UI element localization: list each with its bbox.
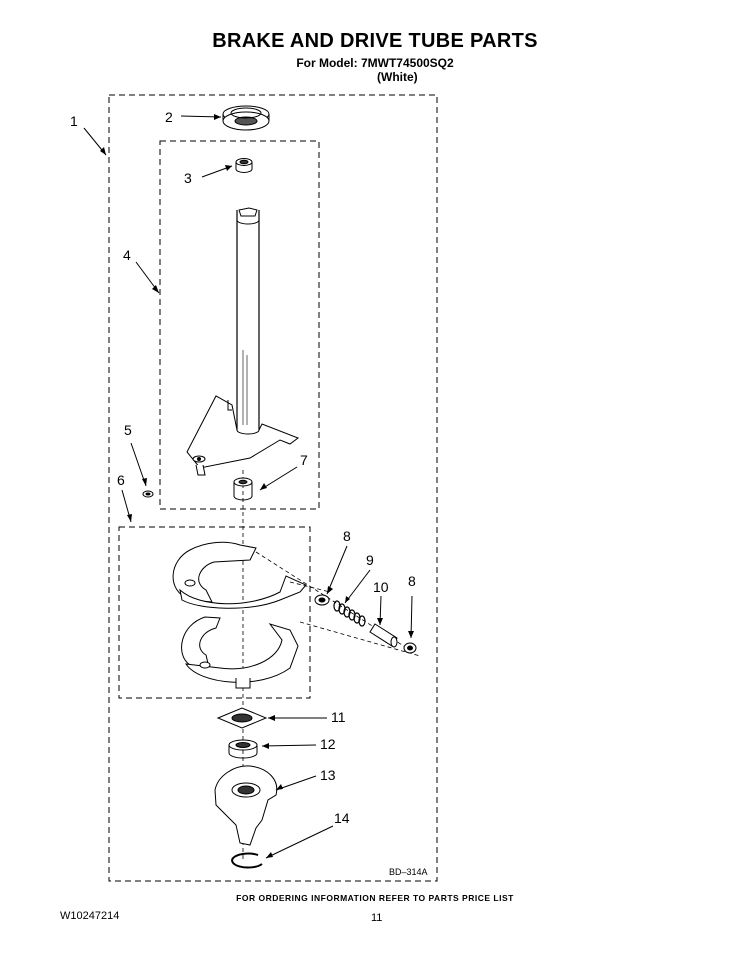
callout-14: 14 xyxy=(334,810,350,826)
document-number: W10247214 xyxy=(60,910,120,922)
brake-frame xyxy=(118,526,311,699)
callout-11: 11 xyxy=(331,709,346,725)
page-number: 11 xyxy=(371,912,383,924)
spring-part xyxy=(333,600,366,627)
washer-right-part xyxy=(403,642,417,654)
retaining-ring-part xyxy=(231,852,263,869)
color-line: (White) xyxy=(377,70,418,84)
callout-9: 9 xyxy=(366,552,374,568)
assembly-frame-outer xyxy=(108,94,438,882)
ordering-note: FOR ORDERING INFORMATION REFER TO PARTS … xyxy=(236,893,514,903)
washer-left-part xyxy=(314,594,330,606)
seal-part xyxy=(222,105,270,131)
callout-8a: 8 xyxy=(343,528,351,544)
brake-shoe-lower xyxy=(181,616,299,689)
drive-tube-part xyxy=(186,207,300,476)
callout-6: 6 xyxy=(117,472,125,488)
callout-4: 4 xyxy=(123,247,131,263)
model-line: For Model: 7MWT74500SQ2 xyxy=(296,56,454,70)
brake-shoe-upper xyxy=(172,541,307,609)
callout-3: 3 xyxy=(184,170,192,186)
page-title: BRAKE AND DRIVE TUBE PARTS xyxy=(212,30,538,52)
brake-cam-part xyxy=(214,765,278,846)
bushing-part xyxy=(235,158,253,173)
callout-12: 12 xyxy=(320,736,336,752)
bearing-plate-part xyxy=(216,707,268,729)
diagram-code: BD–314A xyxy=(389,867,428,877)
drive-tube-frame xyxy=(159,140,320,510)
callout-1: 1 xyxy=(70,113,78,129)
lower-bushing-part xyxy=(233,477,253,501)
drive-collar-part xyxy=(228,739,258,759)
callout-5: 5 xyxy=(124,422,132,438)
callout-7: 7 xyxy=(300,452,308,468)
pin-part xyxy=(369,623,398,648)
callout-2: 2 xyxy=(165,109,173,125)
callout-13: 13 xyxy=(320,767,336,783)
callout-8b: 8 xyxy=(408,573,416,589)
clip-part xyxy=(142,490,154,498)
callout-10: 10 xyxy=(373,579,389,595)
